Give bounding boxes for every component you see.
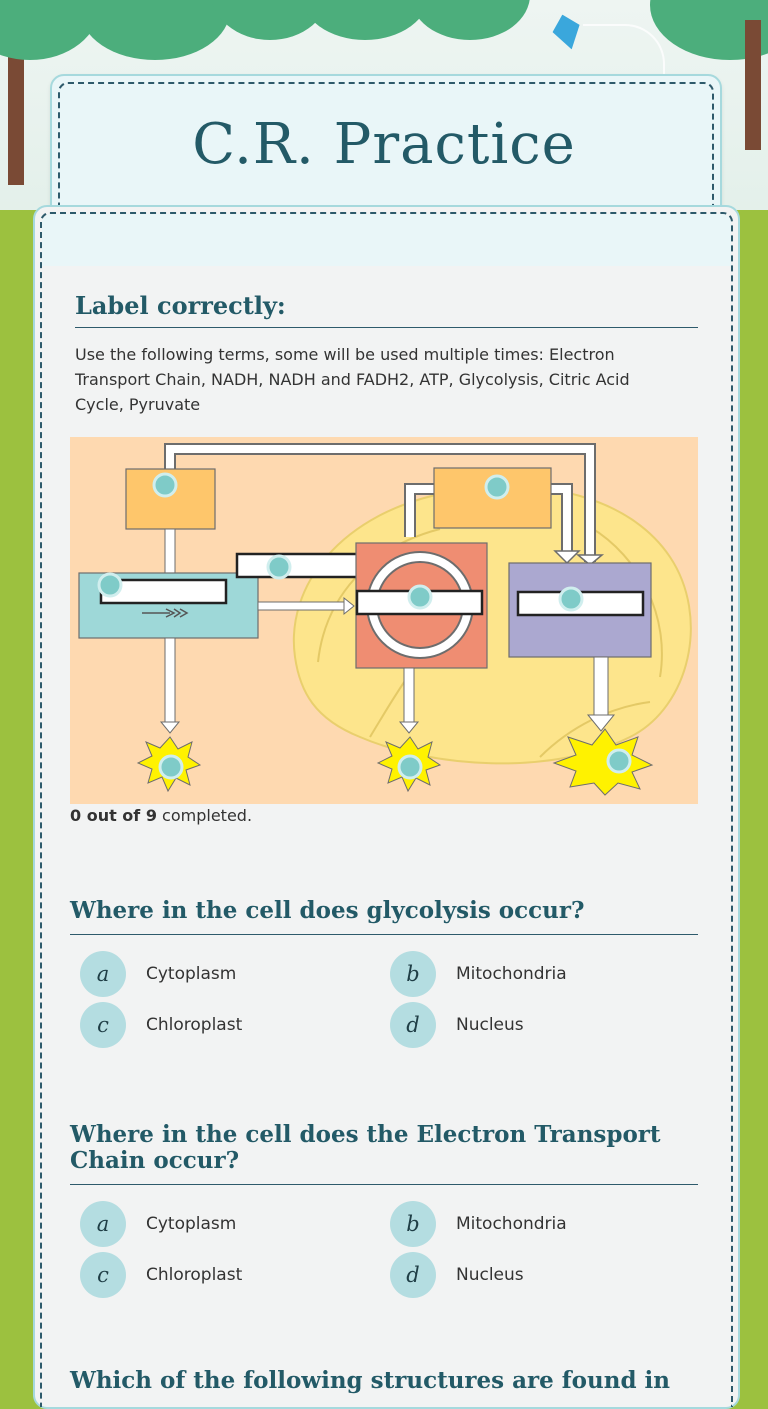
option-d[interactable]: d Nucleus <box>390 1252 524 1298</box>
drop-target[interactable] <box>397 754 423 780</box>
answer-field <box>235 552 364 579</box>
option-a[interactable]: a Cytoplasm <box>80 951 236 997</box>
option-label: Cytoplasm <box>146 1214 237 1234</box>
option-letter-badge: d <box>390 1002 436 1048</box>
option-letter-badge: b <box>390 951 436 997</box>
down-arrow <box>164 528 176 574</box>
drop-target[interactable] <box>407 584 433 610</box>
option-label: Mitochondria <box>456 964 567 984</box>
option-letter-badge: c <box>80 1002 126 1048</box>
progress-count: 0 out of 9 <box>70 806 157 825</box>
question-title: Which of the following structures are fo… <box>70 1367 671 1394</box>
drop-target[interactable] <box>97 572 123 598</box>
option-label: Nucleus <box>456 1265 524 1285</box>
cellular-respiration-diagram <box>70 437 698 804</box>
option-letter-badge: b <box>390 1201 436 1247</box>
atp-starburst <box>552 728 654 796</box>
right-arrow <box>257 601 347 611</box>
drop-target[interactable] <box>152 472 178 498</box>
drop-target[interactable] <box>158 754 184 780</box>
section-heading: Label correctly: <box>75 293 698 328</box>
drop-target[interactable] <box>558 586 584 612</box>
down-arrowhead <box>398 721 420 734</box>
option-letter-badge: d <box>390 1252 436 1298</box>
down-arrow <box>403 667 415 725</box>
down-arrow <box>593 656 609 718</box>
option-c[interactable]: c Chloroplast <box>80 1252 242 1298</box>
return-arrowhead <box>575 554 605 566</box>
option-c[interactable]: c Chloroplast <box>80 1002 242 1048</box>
option-d[interactable]: d Nucleus <box>390 1002 524 1048</box>
question-title: Where in the cell does glycolysis occur? <box>70 898 698 935</box>
option-letter-badge: c <box>80 1252 126 1298</box>
tree-trunk <box>8 20 24 185</box>
option-letter-badge: a <box>80 951 126 997</box>
drop-target[interactable] <box>484 474 510 500</box>
right-arrowhead <box>343 596 355 616</box>
down-arrowhead <box>586 714 616 732</box>
progress-suffix: completed. <box>156 806 253 825</box>
drop-target[interactable] <box>606 748 632 774</box>
worksheet-card-border <box>40 212 733 1407</box>
option-label: Chloroplast <box>146 1015 243 1035</box>
option-b[interactable]: b Mitochondria <box>390 951 567 997</box>
option-label: Chloroplast <box>146 1265 243 1285</box>
tree-trunk <box>745 20 761 150</box>
worksheet-card-header <box>42 214 731 266</box>
chevron-arrows-icon <box>142 608 189 618</box>
instructions-text: Use the following terms, some will be us… <box>75 345 630 414</box>
krebs-to-etc-arrowhead <box>553 550 581 565</box>
option-b[interactable]: b Mitochondria <box>390 1201 567 1247</box>
option-label: Cytoplasm <box>146 964 237 984</box>
return-arrow <box>166 445 594 562</box>
option-label: Mitochondria <box>456 1214 567 1234</box>
down-arrowhead <box>159 721 181 734</box>
page-title: C.R. Practice <box>192 112 576 177</box>
option-a[interactable]: a Cytoplasm <box>80 1201 236 1247</box>
worksheet-card <box>33 205 740 1409</box>
title-card <box>50 74 722 228</box>
drop-target[interactable] <box>266 554 292 580</box>
question-title: Where in the cell does the Electron Tran… <box>70 1122 698 1185</box>
progress-text: 0 out of 9 completed. <box>70 806 252 825</box>
option-letter-badge: a <box>80 1201 126 1247</box>
down-arrow <box>164 637 176 725</box>
option-label: Nucleus <box>456 1015 524 1035</box>
